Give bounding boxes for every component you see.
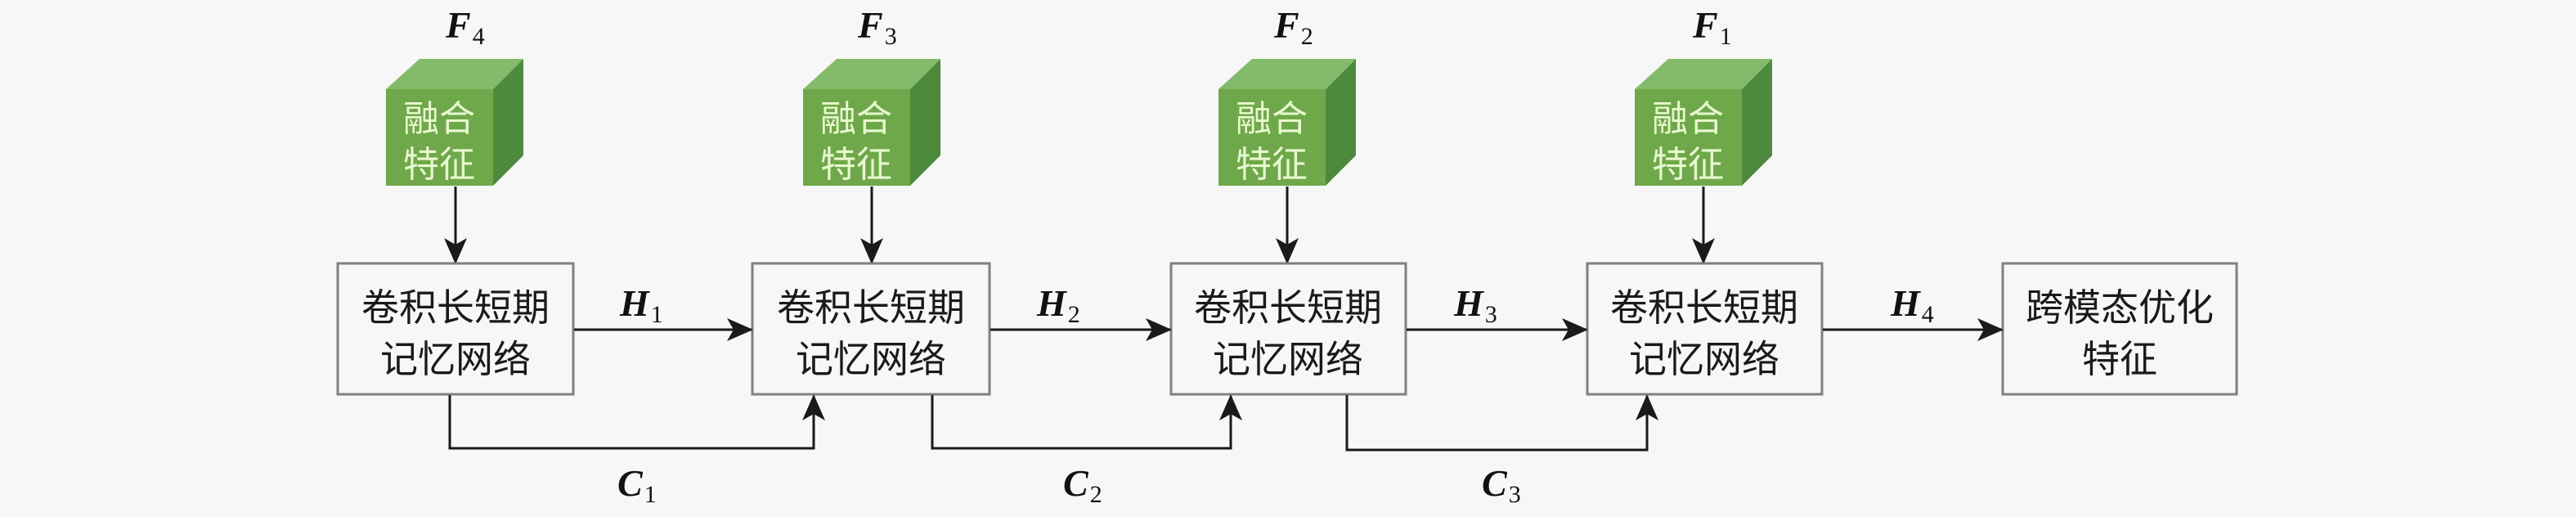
- block-label-line2: 记忆网络: [796, 337, 946, 381]
- cube-front-face: [1635, 89, 1742, 186]
- output-block: 跨模态优化 特征: [2001, 262, 2238, 396]
- cube-top-face: [1635, 59, 1772, 89]
- cell-arrow-c1: [448, 394, 825, 450]
- cube-label-line2: 特征: [1652, 144, 1724, 186]
- block-label-line2: 记忆网络: [1213, 337, 1363, 381]
- hidden-label-h4: H4: [1890, 282, 1934, 328]
- input-cube-f1: 融合 特征: [1635, 59, 1772, 186]
- cube-label-line2: 特征: [820, 144, 892, 186]
- cube-label-line2: 特征: [1236, 144, 1308, 186]
- cube-label-line1: 融合: [1236, 98, 1308, 140]
- cube-label-line1: 融合: [403, 98, 475, 140]
- cube-right-face: [910, 59, 940, 186]
- cube-top-face: [1218, 59, 1356, 89]
- convlstm-block-1: 卷积长短期 记忆网络: [336, 262, 575, 396]
- input-label-f2: F2: [1273, 4, 1313, 50]
- input-label-f1: F1: [1692, 4, 1732, 50]
- cell-arrow-c2: [931, 394, 1242, 450]
- output-label-line2: 特征: [2082, 337, 2157, 381]
- cube-front-face: [386, 89, 493, 186]
- input-cube-f2: 融合 特征: [1218, 59, 1356, 186]
- input-cube-f4: 融合 特征: [386, 59, 523, 186]
- cube-top-face: [803, 59, 940, 89]
- input-label-f4: F4: [445, 4, 485, 50]
- cube-top-face: [386, 59, 523, 89]
- cube-front-face: [1218, 89, 1326, 186]
- input-cube-f3: 融合 特征: [803, 59, 940, 186]
- hidden-label-h2: H2: [1036, 282, 1080, 328]
- convlstm-block-3: 卷积长短期 记忆网络: [1169, 262, 1407, 396]
- cube-right-face: [493, 59, 523, 186]
- input-label-f3: F3: [857, 4, 897, 50]
- hidden-label-h3: H3: [1453, 282, 1497, 328]
- cell-label-c1: C1: [617, 462, 657, 508]
- convlstm-block-2: 卷积长短期 记忆网络: [751, 262, 991, 396]
- hidden-label-h1: H1: [619, 282, 663, 328]
- cell-label-c3: C3: [1482, 462, 1521, 508]
- cube-right-face: [1326, 59, 1356, 186]
- block-label-line1: 卷积长短期: [361, 285, 550, 330]
- cube-front-face: [803, 89, 910, 186]
- block-label-line2: 记忆网络: [380, 337, 531, 381]
- convlstm-block-4: 卷积长短期 记忆网络: [1586, 262, 1824, 396]
- block-label-line1: 卷积长短期: [777, 285, 965, 330]
- output-label-line1: 跨模态优化: [2026, 285, 2214, 330]
- cell-label-c2: C2: [1063, 462, 1102, 508]
- cube-right-face: [1742, 59, 1772, 186]
- block-label-line1: 卷积长短期: [1194, 285, 1382, 330]
- cell-arrow-c3: [1345, 394, 1658, 452]
- cube-label-line2: 特征: [403, 144, 475, 186]
- cube-label-line1: 融合: [1652, 98, 1724, 140]
- cube-label-line1: 融合: [820, 98, 892, 140]
- block-label-line2: 记忆网络: [1629, 337, 1779, 381]
- block-label-line1: 卷积长短期: [1610, 285, 1798, 330]
